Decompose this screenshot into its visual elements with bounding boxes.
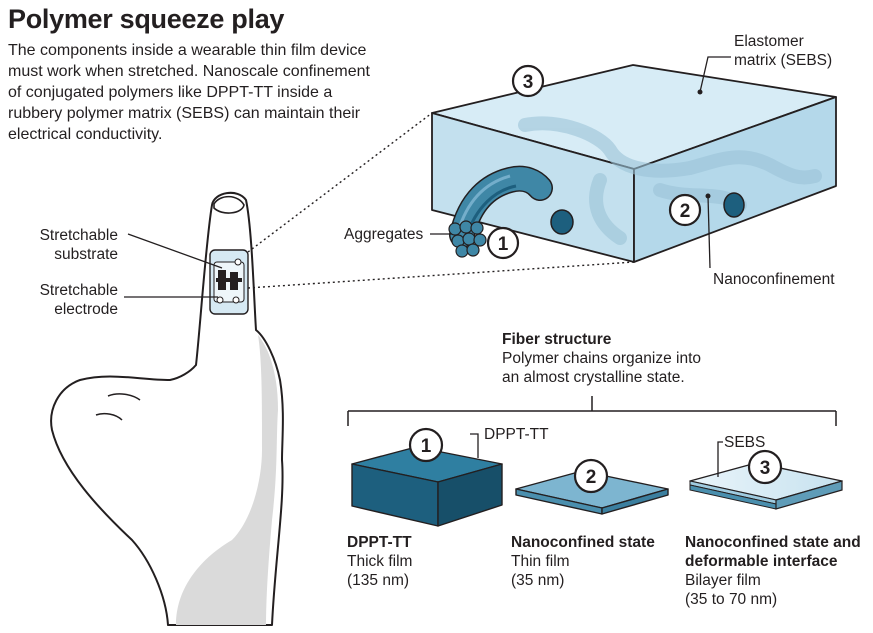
- stretchable-substrate-label: Stretchable substrate: [39, 227, 118, 263]
- film-caption-3: Nanoconfined state and deformable interf…: [685, 534, 861, 608]
- film-badge-2: 2: [573, 458, 609, 494]
- zoom-line-top: [247, 112, 433, 253]
- zoom-line-bottom: [247, 261, 635, 289]
- sebs-tag-leader: [717, 441, 723, 477]
- box-badge-2: 2: [668, 193, 702, 227]
- box-badge-3: 3: [511, 64, 545, 98]
- elastomer-leader-dot: [697, 89, 703, 95]
- dppt-tt-tag: DPPT-TT: [484, 426, 549, 443]
- film-badge-1: 1: [408, 427, 444, 463]
- film-thick-dppt-tt: [351, 446, 503, 527]
- nanoconfinement-label: Nanoconfinement: [713, 271, 835, 288]
- fiber-structure-desc-2: an almost crystalline state.: [502, 369, 685, 386]
- fiber-structure-desc-1: Polymer chains organize into: [502, 350, 702, 367]
- elastomer-matrix-label: Elastomer matrix (SEBS): [734, 33, 833, 69]
- fiber-structure-block: Fiber structure Polymer chains organize …: [502, 330, 701, 387]
- stretchable-electrode-label: Stretchable electrode: [39, 282, 118, 318]
- substrate-leader: [127, 233, 223, 269]
- fiber-bracket: [347, 396, 837, 426]
- sebs-tag: SEBS: [724, 434, 766, 451]
- film-caption-1: DPPT-TT Thick film (135 nm): [347, 534, 413, 589]
- svg-text:2: 2: [586, 467, 597, 488]
- aggregates-bundle: [448, 165, 553, 258]
- fiber-structure-title: Fiber structure: [502, 331, 612, 348]
- aggregates-label: Aggregates: [344, 226, 424, 243]
- film-bilayer: [689, 462, 843, 510]
- dppt-tag-leader: [470, 433, 479, 458]
- page-title: Polymer squeeze play: [8, 4, 285, 34]
- intro-text: The components inside a wearable thin fi…: [8, 42, 370, 143]
- nanoconfinement-leader-dot: [705, 193, 711, 199]
- finger-illustration: [50, 191, 284, 626]
- svg-text:3: 3: [760, 458, 771, 479]
- film-caption-2: Nanoconfined state Thin film (35 nm): [511, 534, 655, 589]
- svg-text:1: 1: [498, 234, 509, 255]
- elastomer-leader: [699, 56, 731, 93]
- svg-text:3: 3: [523, 72, 534, 93]
- box-badge-1: 1: [486, 226, 520, 260]
- nanoconfinement-leader: [707, 195, 711, 269]
- film-badge-3: 3: [747, 449, 783, 485]
- svg-text:2: 2: [680, 201, 691, 222]
- svg-text:1: 1: [421, 436, 432, 457]
